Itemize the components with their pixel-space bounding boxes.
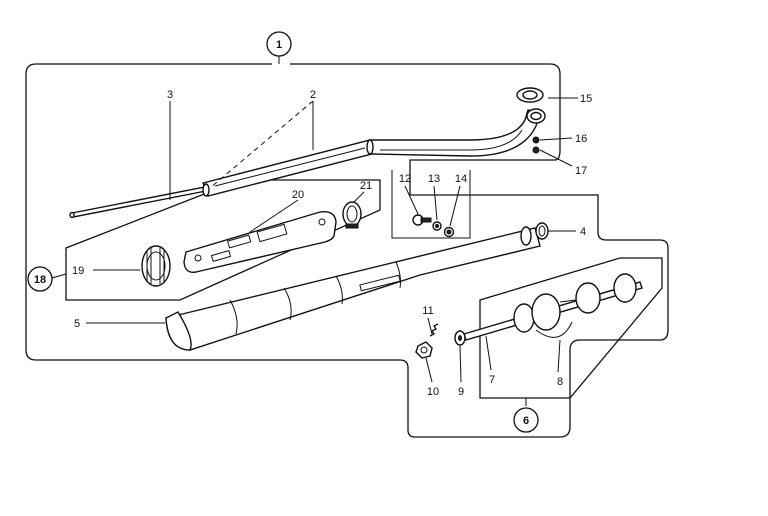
part-3-rod [69, 186, 207, 219]
part-21-clamp [342, 201, 362, 229]
part-5-muffler [165, 226, 541, 351]
label-2: 2 [310, 89, 316, 101]
part-12-bolt [412, 214, 432, 226]
group-12-14-outline [391, 170, 471, 239]
label-6: 6 [523, 415, 529, 427]
label-12: 12 [399, 173, 411, 185]
part-19-band-clamp [141, 245, 171, 287]
label-3: 3 [167, 89, 173, 101]
label-10: 10 [427, 386, 439, 398]
label-18: 18 [34, 274, 46, 286]
part-labels: 1 2 3 4 5 6 7 8 9 10 11 12 13 14 15 16 1… [27, 31, 592, 433]
assembly-1-outline [25, 63, 669, 438]
part-11-spring [429, 323, 439, 337]
label-16: 16 [575, 133, 587, 145]
label-15: 15 [580, 93, 592, 105]
label-9: 9 [458, 386, 464, 398]
part-15-flange [516, 87, 546, 124]
part-16-nut [532, 136, 540, 144]
leader-lines [51, 56, 578, 406]
part-8-baffle-pack [513, 273, 637, 338]
part-17-washer [532, 146, 540, 154]
label-13: 13 [428, 173, 440, 185]
assembly-6-outline [479, 257, 663, 399]
label-1: 1 [276, 39, 282, 51]
label-19: 19 [72, 265, 84, 277]
part-9-washer [454, 330, 466, 346]
part-10-nut [415, 341, 433, 359]
part-20-heat-shield [183, 211, 337, 273]
label-4: 4 [580, 226, 586, 238]
label-17: 17 [575, 165, 587, 177]
label-5: 5 [74, 318, 80, 330]
label-20: 20 [292, 189, 304, 201]
part-13-washer [432, 221, 442, 231]
part-14-nut [443, 226, 455, 238]
label-14: 14 [455, 173, 467, 185]
label-11: 11 [422, 305, 433, 317]
part-4-gasket [535, 222, 549, 240]
label-7: 7 [489, 374, 495, 386]
label-21: 21 [360, 180, 372, 192]
label-8: 8 [557, 376, 563, 388]
